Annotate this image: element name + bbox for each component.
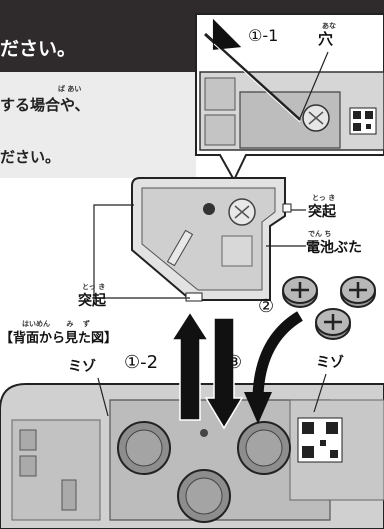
battery-cover xyxy=(93,177,306,302)
protrusion-left-label: 突起 xyxy=(78,293,106,309)
protrusion-left-ruby: とっ き xyxy=(82,283,106,291)
protrusion-right-ruby: とっ き xyxy=(312,194,336,202)
step-1-2-label: ①-2 xyxy=(124,352,159,373)
step-3-label: ③ xyxy=(226,352,243,373)
coin-batteries xyxy=(282,276,376,340)
arrows xyxy=(170,310,303,430)
banner-text: ださい。 xyxy=(0,38,77,60)
device-body xyxy=(0,373,384,529)
hole-label: 穴 xyxy=(318,30,334,48)
instruction-note: ば あい する場合や、 ださい。 xyxy=(0,72,196,178)
protrusion-right-label: 突起 xyxy=(308,204,336,220)
back-view-label: 【背面から見た図】 xyxy=(0,331,118,346)
back-view-ruby: はいめん み ず xyxy=(22,320,90,328)
note-ruby: ば あい xyxy=(58,85,82,93)
battery-cover-ruby: でん ち xyxy=(308,230,332,238)
groove-right-label: ミゾ xyxy=(316,355,344,371)
hole-ruby: あな xyxy=(322,22,336,30)
inset-panel xyxy=(195,13,384,183)
groove-left-label: ミゾ xyxy=(68,359,96,375)
inset-step-label: ①-1 xyxy=(248,26,279,45)
note-line-2: ださい。 xyxy=(0,148,61,166)
step-2-label: ② xyxy=(258,296,275,317)
note-line-1: する場合や、 xyxy=(0,96,90,114)
battery-cover-label: 電池ぶた xyxy=(306,240,362,256)
